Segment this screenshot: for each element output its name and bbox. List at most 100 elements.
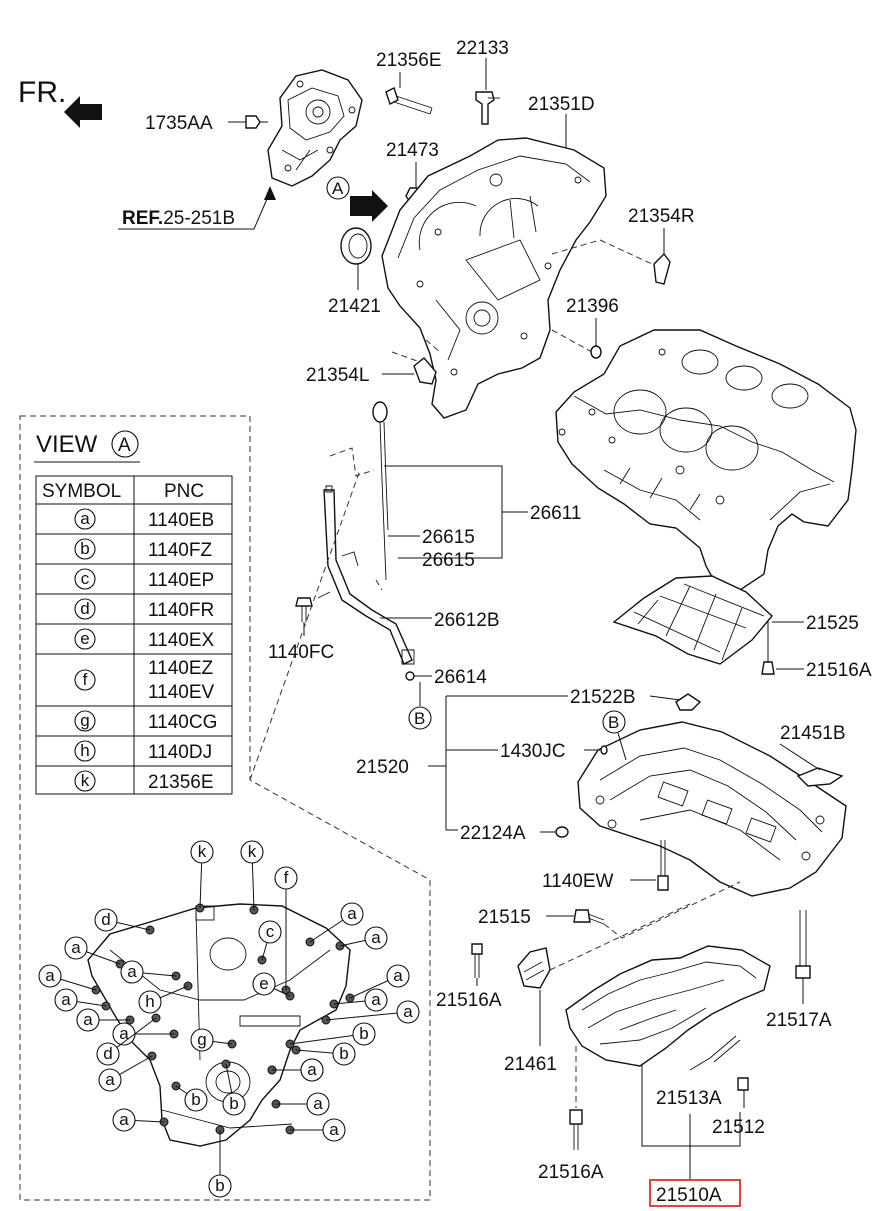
symbol-circle <box>74 598 96 620</box>
symbol-letter: f <box>83 670 88 689</box>
label-26611: 26611 <box>530 503 581 524</box>
label-22124A: 22124A <box>460 823 526 844</box>
front-arrow-icon <box>64 96 102 128</box>
bolt-callout-h: h <box>138 990 162 1014</box>
label-21517A: 21517A <box>766 1010 832 1031</box>
bolt-callout-e: e <box>252 972 276 996</box>
pnc-value: 1140EB <box>148 510 214 531</box>
symbol-circle <box>74 568 96 590</box>
bolt-21356E <box>385 72 433 115</box>
view-a-bolt-callouts: kkfdacaaaaeaaahaaabdgbaaabbaaab <box>38 840 420 1198</box>
bolt-1140EW <box>630 840 669 891</box>
front-direction-label: FR. <box>18 76 66 109</box>
bolt-callout-g: g <box>190 1028 214 1052</box>
label-21516A-bottom: 21516A <box>538 1162 604 1183</box>
label-21356E: 21356E <box>376 50 442 71</box>
bolt-callout-d: d <box>94 908 118 932</box>
bolt-callout-letter: a <box>313 1094 323 1113</box>
label-21354L: 21354L <box>306 365 369 386</box>
bolt-callout-a: a <box>76 1008 100 1032</box>
symbol-circle <box>74 508 96 530</box>
pnc-value: 1140EX <box>148 630 215 651</box>
marker-b-dipstick-letter: B <box>414 709 425 728</box>
bolt-callout-a: a <box>120 960 144 984</box>
bolt-callout-letter: a <box>119 1110 129 1129</box>
view-a-panel-border <box>19 415 431 1201</box>
o-ring-21396 <box>551 318 602 359</box>
symbol-circle <box>74 628 96 650</box>
gasket-21354R <box>551 228 671 285</box>
bolt-callout-letter: a <box>127 962 137 981</box>
label-21522B: 21522B <box>570 687 636 708</box>
bolt-callout-letter: g <box>197 1030 206 1049</box>
label-21510A: 21510A <box>656 1185 722 1206</box>
view-a-marker-letter: A <box>332 179 344 198</box>
marker-b-pan-letter: B <box>608 713 619 732</box>
symbol-letter: a <box>80 509 90 528</box>
bolt-callout-letter: k <box>248 842 257 861</box>
bolt-callout-k: k <box>190 840 214 864</box>
bolt-callout-a: a <box>300 1058 324 1082</box>
label-1140FC: 1140FC <box>268 642 334 663</box>
table-row-a: a 1140EB <box>74 508 214 531</box>
svg-text:REF.25-251B: REF.25-251B <box>122 208 235 229</box>
symbol-circle <box>74 538 96 560</box>
bolt-callout-a: a <box>306 1092 330 1116</box>
view-a-title: VIEW <box>36 431 98 458</box>
bolt-callout-a: a <box>112 1108 136 1132</box>
table-row-e: e 1140EX <box>74 628 215 651</box>
stiffener-21525 <box>612 575 804 665</box>
bolt-callout-b: b <box>332 1042 356 1066</box>
water-pump-assembly <box>228 69 363 187</box>
label-21513A: 21513A <box>656 1088 722 1109</box>
symbol-letter: d <box>80 599 89 618</box>
symbol-letter: e <box>80 629 89 648</box>
table-header-symbol: SYMBOL <box>42 481 121 502</box>
dipstick-guide-26612B <box>323 485 432 665</box>
highlight-box <box>649 1179 741 1207</box>
pnc-value: 1140FZ <box>148 540 212 561</box>
gasket-21513A <box>689 1035 741 1071</box>
bolt-callout-a: a <box>364 926 388 950</box>
pnc-value: 1140DJ <box>148 742 212 763</box>
label-1735AA: 1735AA <box>145 113 213 134</box>
bolt-callout-b: b <box>222 1092 246 1116</box>
pnc-value: 1140EZ <box>148 658 214 679</box>
front-direction-indicator: FR. <box>18 76 102 128</box>
label-21516A-left: 21516A <box>436 990 502 1011</box>
bolt-callout-a: a <box>396 1000 420 1024</box>
bolt-callout-d: d <box>96 1042 120 1066</box>
symbol-letter: c <box>81 569 90 588</box>
bolt-callout-letter: d <box>101 910 110 929</box>
cylinder-block <box>555 329 857 591</box>
table-header-pnc: PNC <box>164 481 204 502</box>
bolt-callout-letter: a <box>61 990 71 1009</box>
table-row-b: b 1140FZ <box>74 538 212 561</box>
bolt-callout-letter: b <box>359 1024 368 1043</box>
reference-prefix: REF. <box>122 208 163 229</box>
bolt-callout-letter: b <box>215 1176 224 1195</box>
label-21351D: 21351D <box>528 94 595 115</box>
bolt-callout-letter: b <box>191 1090 200 1109</box>
bolt-callout-a: a <box>340 902 364 926</box>
bolt-callout-letter: c <box>266 922 275 941</box>
highlighted-part-21510A[interactable]: 21510A <box>649 1179 741 1207</box>
symbol-letter: b <box>80 539 89 558</box>
baffle-21461 <box>517 903 691 1046</box>
bolt-callout-letter: a <box>45 966 55 985</box>
symbol-letter: h <box>80 741 89 760</box>
symbol-letter: g <box>80 711 89 730</box>
reference-code: 25-251B <box>163 208 235 229</box>
label-21512: 21512 <box>712 1117 765 1138</box>
view-direction-arrow-icon <box>350 190 388 222</box>
label-26615-a: 26615 <box>422 527 475 548</box>
bolt-callout-letter: a <box>403 1002 413 1021</box>
label-21354R: 21354R <box>628 206 695 227</box>
bolt-callout-f: f <box>274 866 298 890</box>
timing-cover-21351D <box>381 137 607 419</box>
bolt-callout-letter: a <box>393 966 403 985</box>
label-21451B: 21451B <box>780 723 846 744</box>
